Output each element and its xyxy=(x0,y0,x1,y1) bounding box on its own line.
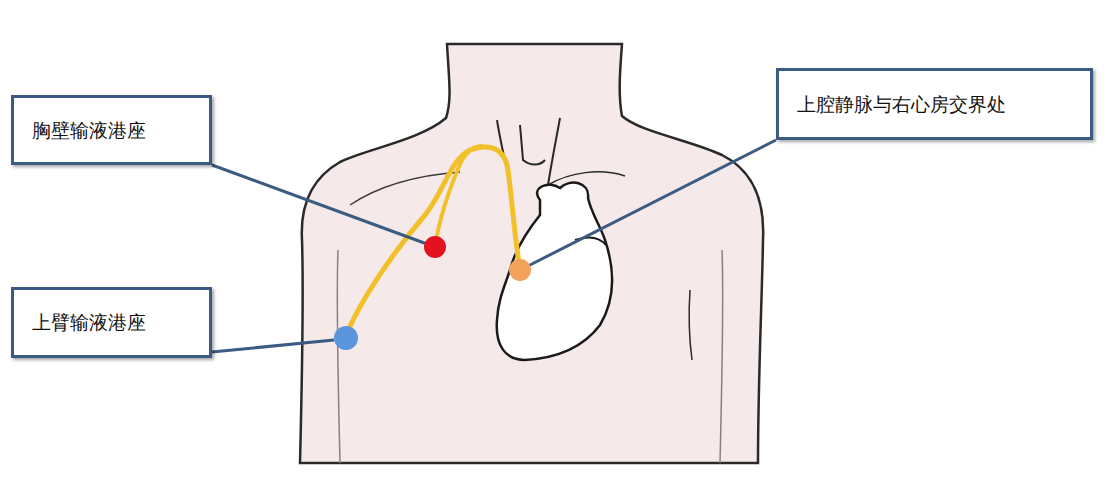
arm-line xyxy=(689,290,692,360)
leader-line xyxy=(212,340,334,352)
callout-box: 胸壁输液港座 xyxy=(11,95,212,165)
callout-label: 上臂输液港座 xyxy=(32,311,146,334)
junction-dot xyxy=(509,259,531,281)
leader-line xyxy=(528,140,776,266)
trachea-line xyxy=(548,118,560,185)
arm-line xyxy=(720,250,723,463)
catheter xyxy=(345,147,520,338)
vessel-line xyxy=(520,125,545,165)
leader-line xyxy=(212,165,427,244)
arm-line xyxy=(337,250,340,463)
catheter xyxy=(435,146,482,247)
vessel-line xyxy=(548,172,625,185)
torso-outline xyxy=(300,44,763,463)
port-dot xyxy=(334,326,358,350)
callout-box: 上臂输液港座 xyxy=(11,287,212,358)
callout-label: 胸壁输液港座 xyxy=(32,119,146,142)
callout-label: 上腔静脉与右心房交界处 xyxy=(797,93,1006,116)
callout-box: 上腔静脉与右心房交界处 xyxy=(776,68,1093,140)
port-dot xyxy=(424,236,446,258)
